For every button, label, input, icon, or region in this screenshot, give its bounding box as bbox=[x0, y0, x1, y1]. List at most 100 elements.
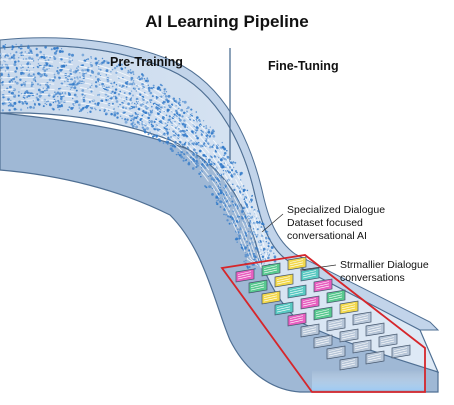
stream-particle bbox=[128, 92, 132, 95]
stream-particle bbox=[89, 107, 92, 109]
stream-particle bbox=[13, 63, 17, 66]
stream-particle bbox=[8, 90, 11, 94]
stream-particle bbox=[33, 102, 36, 105]
stream-particle bbox=[10, 102, 12, 105]
stream-particle bbox=[98, 63, 100, 65]
stream-particle bbox=[130, 122, 134, 126]
stream-particle bbox=[32, 106, 35, 109]
stream-particle bbox=[197, 144, 200, 146]
stream-particle bbox=[81, 69, 85, 72]
stream-particle bbox=[223, 162, 225, 164]
stream-particle bbox=[144, 111, 148, 115]
stream-particle bbox=[84, 94, 86, 97]
stream-particle bbox=[181, 129, 184, 132]
stream-particle bbox=[162, 142, 165, 144]
stream-particle bbox=[155, 135, 158, 139]
stream-particle bbox=[197, 141, 200, 144]
stream-particle bbox=[99, 109, 101, 112]
stream-particle bbox=[37, 59, 40, 61]
stream-particle bbox=[111, 102, 114, 105]
dialogue-card-text-line bbox=[341, 307, 356, 312]
stream-particle bbox=[168, 109, 171, 111]
stream-particle bbox=[100, 99, 104, 103]
stream-particle bbox=[119, 115, 122, 118]
stream-particle bbox=[60, 58, 63, 61]
stream-particle bbox=[20, 72, 23, 76]
stream-particle bbox=[198, 149, 202, 153]
stream-particle bbox=[242, 185, 245, 187]
stream-particle bbox=[113, 66, 117, 70]
stream-particle bbox=[77, 69, 80, 72]
dialogue-card-text-line bbox=[276, 276, 291, 280]
stream-particle bbox=[171, 144, 175, 148]
stream-particle bbox=[11, 104, 15, 108]
stream-particle bbox=[12, 77, 16, 81]
stream-particle bbox=[58, 87, 61, 90]
stream-particle bbox=[10, 79, 13, 82]
stream-particle bbox=[237, 228, 239, 231]
stream-particle bbox=[151, 95, 154, 98]
dialogue-card-text-line bbox=[315, 313, 330, 318]
dialogue-card-text-line bbox=[328, 320, 343, 324]
specialized-annotation-line-2: Dataset focused bbox=[287, 217, 363, 229]
stream-particle bbox=[115, 84, 118, 86]
stream-particle bbox=[116, 112, 119, 115]
stream-particle bbox=[125, 107, 127, 110]
stream-particle bbox=[157, 138, 160, 141]
stream-particle bbox=[210, 155, 213, 158]
stream-particle bbox=[193, 148, 196, 152]
stream-particle bbox=[11, 48, 14, 51]
dialogue-card-text-line bbox=[315, 285, 330, 290]
stream-particle bbox=[150, 99, 153, 102]
stream-particle bbox=[24, 51, 27, 53]
stream-particle bbox=[263, 252, 266, 254]
stream-particle bbox=[0, 56, 3, 58]
stream-particle bbox=[58, 92, 62, 96]
stream-particle bbox=[30, 50, 33, 53]
stream-particle bbox=[42, 105, 45, 108]
stream-particle bbox=[216, 200, 218, 202]
stream-particle bbox=[26, 103, 28, 105]
stream-particle bbox=[0, 47, 1, 50]
stream-particle bbox=[58, 104, 62, 108]
stream-particle bbox=[11, 44, 13, 47]
stream-particle bbox=[135, 125, 139, 129]
dialogue-card-text-line bbox=[263, 297, 278, 302]
dialogue-card-text-line bbox=[393, 351, 408, 356]
stream-particle bbox=[20, 84, 23, 87]
stream-particle bbox=[248, 221, 252, 224]
dialogue-card-text-line bbox=[289, 261, 304, 266]
dialogue-card-text-line bbox=[328, 352, 343, 357]
stream-particle bbox=[132, 121, 135, 124]
stream-particle bbox=[64, 91, 66, 94]
stream-particle bbox=[18, 100, 21, 104]
stream-particle bbox=[39, 84, 42, 87]
stream-particle bbox=[186, 126, 188, 129]
stream-particle bbox=[260, 249, 262, 251]
stream-particle bbox=[124, 66, 127, 69]
dialogue-card-text-line bbox=[354, 342, 369, 346]
stream-particle bbox=[94, 61, 98, 65]
dialogue-card-text-line bbox=[237, 271, 252, 275]
stream-particle bbox=[232, 183, 234, 186]
stream-particle bbox=[45, 62, 49, 66]
stream-particle bbox=[53, 73, 56, 76]
stream-particle bbox=[16, 108, 18, 111]
stream-particle bbox=[243, 200, 246, 203]
stream-particle bbox=[45, 74, 48, 77]
stream-particle bbox=[142, 109, 145, 113]
stream-particle bbox=[50, 48, 53, 51]
stream-particle bbox=[94, 85, 97, 87]
stream-particle bbox=[144, 79, 148, 82]
dialogue-card-text-line bbox=[341, 335, 356, 340]
stream-particle bbox=[22, 66, 24, 69]
stream-particle bbox=[95, 64, 98, 66]
stream-streak bbox=[0, 88, 263, 269]
stream-streak bbox=[0, 53, 270, 269]
dialogue-card-text-line bbox=[263, 295, 278, 300]
stream-particle bbox=[141, 74, 145, 77]
stream-particle bbox=[90, 107, 94, 110]
stream-particle bbox=[187, 106, 190, 109]
stream-particle bbox=[174, 126, 177, 129]
stream-particle bbox=[244, 247, 247, 250]
